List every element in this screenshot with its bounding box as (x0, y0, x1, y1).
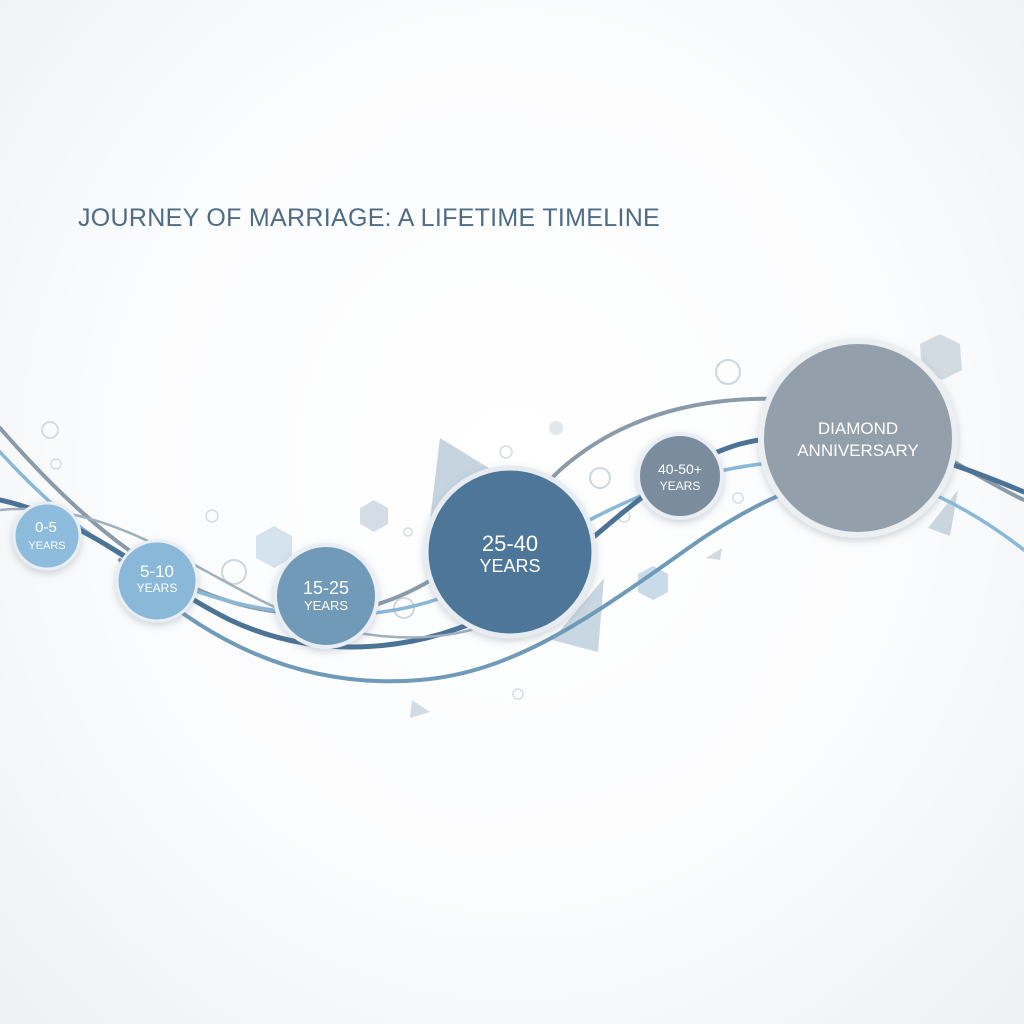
triangle-shape (410, 700, 430, 718)
hexagon-shape (920, 334, 962, 380)
milestone-5-10-line2: YEARS (137, 581, 178, 595)
milestone-15-25 (273, 543, 379, 649)
milestone-diamond-line1: DIAMOND (818, 419, 898, 438)
milestone-15-25-line1: 15-25 (303, 578, 349, 598)
milestone-diamond-line2: ANNIVERSARY (797, 441, 919, 460)
milestone-25-40-line1: 25-40 (482, 531, 538, 556)
ring-shape (41, 421, 59, 439)
ring-shape (499, 445, 513, 459)
milestone-15-25-line2: YEARS (304, 598, 348, 613)
ring-shape (589, 467, 611, 489)
milestone-5-10-line1: 5-10 (140, 562, 174, 581)
ring-shape (403, 527, 413, 537)
hexagon-shape (638, 566, 668, 600)
ring-shape (715, 359, 741, 385)
milestone-0-5-line1: 0-5 (35, 519, 57, 536)
curve-slate-thin (0, 507, 502, 639)
milestone-0-5-line2: YEARS (28, 540, 65, 552)
ring-shape (393, 597, 415, 619)
ring-shape (512, 688, 524, 700)
milestone-5-10 (115, 539, 199, 623)
hexagon-shape (256, 526, 292, 568)
triangle-shape (706, 548, 722, 560)
milestone-40-50 (636, 432, 724, 520)
hexagon-shape (360, 500, 388, 532)
milestone-25-40-line2: YEARS (479, 556, 540, 576)
page-title: JOURNEY OF MARRIAGE: A LIFETIME TIMELINE (78, 204, 661, 232)
milestone-diamond (758, 338, 958, 538)
ring-shape (732, 492, 744, 504)
milestone-0-5 (12, 501, 82, 571)
ring-shape (50, 458, 62, 470)
dot-shape (549, 421, 563, 435)
milestone-40-50-line2: YEARS (660, 479, 701, 493)
ring-shape (205, 509, 219, 523)
decorative-shapes (41, 334, 962, 718)
milestone-40-50-line1: 40-50+ (658, 461, 702, 477)
ring-shape (221, 559, 247, 585)
triangle-shape (552, 578, 604, 652)
milestone-25-40 (423, 465, 597, 639)
